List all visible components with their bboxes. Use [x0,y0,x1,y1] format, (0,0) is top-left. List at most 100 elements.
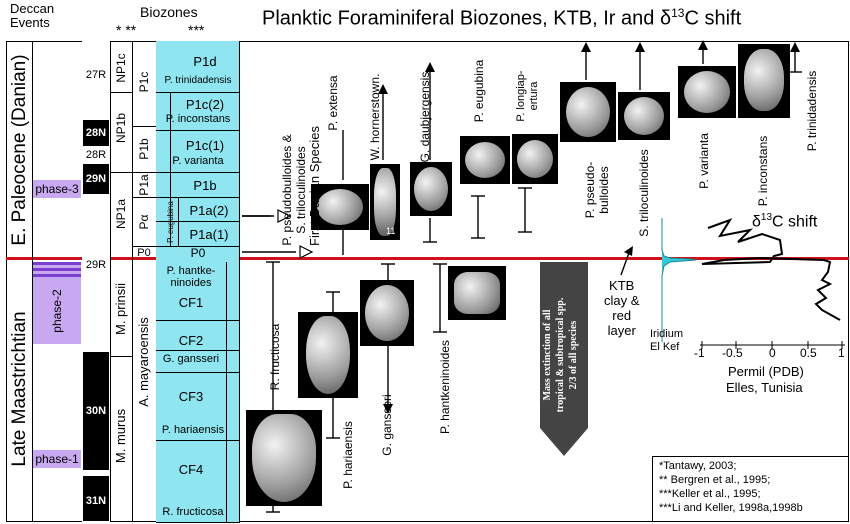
biozone-divider [156,372,240,373]
chron-30n-bg [83,352,109,470]
zone-cf4-sub: R. fructicosa [162,506,224,518]
chron-28n-bg [83,120,109,146]
phase-2-stripes [33,262,81,280]
chron-31n-bg [83,476,109,521]
biozone-divider [156,350,240,351]
outer-frame [6,41,849,522]
biozones-label: Biozones [140,4,198,20]
zone-p1a2: P1a(2) [189,202,229,218]
ktb-red-line [6,257,849,260]
zone-cf1-sub: P. hantke- ninoides [166,265,216,289]
species-trinidadensis-label: P. trinidadensis [805,70,819,152]
zone-p1c2: P1c(2) [185,96,225,112]
delta-axis-label: Permil (PDB) [728,364,804,379]
delta-tick-neg05: -0.5 [722,346,743,360]
fossil-inconstans-image [738,44,790,118]
species-longiapertura-label: P. longiap- ertura [515,70,540,122]
species-hantkeninoides-label: P. hantkeninoides [438,340,452,434]
zone-p1c1-sub: P. varianta [172,155,224,167]
fossil-fructicosa-image [246,410,322,506]
extinction-block [540,262,588,456]
nanno-div-7 [110,356,132,357]
chron-28r: 28R [85,149,107,161]
references-box: *Tantawy, 2003; ** Bergren et al., 1995;… [652,456,849,522]
zone-cf4: CF4 [178,461,204,477]
extinction-text: Mass extinction of all tropical & subtro… [542,297,579,413]
biozone-divider [156,221,240,222]
title-sup: 13 [671,6,685,20]
zone-p0: P0 [190,246,206,260]
zone-cf2: CF2 [178,332,204,348]
biozone-divider [156,197,240,198]
biozone-divider [156,440,240,441]
biozone-divider [156,92,240,93]
species-hariaensis-label: P. hariaensis [341,421,355,489]
zone-p1a1: P1a(1) [189,226,229,242]
deccan-events-label: Deccan Events [10,1,55,30]
chron-29n: 29N [85,173,107,185]
species-gansseri-label: G. gansseri [380,394,394,456]
fossil-varianta-image [678,66,736,118]
nanno-p0: P0 [137,247,151,259]
delta-sup: 13 [760,212,773,223]
zone-p1d-sub: P. trinidadensis [164,74,232,86]
delta-tick-neg1: -1 [694,346,705,360]
title-end: C shift [684,7,742,30]
zone-cf3-sub: P. hariaensis [161,424,225,436]
chron-31n: 31N [85,495,107,507]
biozone-sub-divider [170,92,171,246]
zone-p1b: P1b [193,177,217,193]
title-delta: δ [659,7,672,30]
ref-1: *Tantawy, 2003; [659,460,737,472]
biozone-sub-divider [226,262,227,522]
species-first-danian-names: P. pseudobulloides & S. triloculinoides [280,134,308,246]
chron-30n: 30N [85,405,107,417]
chron-28n: 28N [85,127,107,139]
nanno-div-1 [110,92,132,93]
specimen-number: 11 [386,226,396,236]
delta-plot-svg [700,218,845,349]
iridium-plot [661,218,697,342]
fossil-eugubina-image [460,136,510,184]
stars-label: * ** [116,22,137,38]
species-pseudobulloides-label: P. pseudo- bulloides [583,161,611,219]
zone-p1d: P1d [193,53,217,69]
nanno-div-6 [132,246,156,247]
biozone-divider [156,320,240,321]
delta-tick-0: 0 [769,346,776,360]
ref-3: ***Keller et al., 1995; [659,488,761,500]
delta-label: C shift [772,213,818,231]
biozone-divider [156,130,240,131]
ktb-label: KTB clay & red layer [604,278,640,338]
biozone-divider [156,522,240,523]
species-eugubina-label: P. eugubina [472,59,486,123]
fossil-triloculinoides-image [618,92,670,140]
chron-27r: 27R [85,69,107,81]
fossil-hantkeninoides-image [448,266,506,320]
iridium-label: Iridium El Kef [650,328,684,353]
fossil-longiapertura-image [512,134,558,184]
fossil-extensa-image [311,184,369,230]
species-hornerstown-label: W. hornerstown. [368,73,382,161]
biozone-divider [156,172,240,173]
stars3-label: *** [188,22,205,38]
fossil-hornerstown-image: 11 [370,164,400,240]
fossil-hariaensis-image [298,312,358,398]
zone-p1c1: P1c(1) [185,137,225,153]
biozone-divider [156,246,240,247]
species-extensa-label: P. extensa [326,75,340,131]
delta-tick-1: 1 [838,346,845,360]
zone-cf1: CF1 [178,294,204,310]
nanno-div-5 [132,197,156,198]
species-daubjergensis-label: G. daubjergensis [418,71,432,163]
zone-cf2-sub: G. gansseri [162,353,220,365]
nanno-div-2 [110,172,132,173]
zone-cf3: CF3 [178,388,204,404]
delta-location: Elles, Tunisia [726,380,803,395]
nanno-div-4 [132,172,156,173]
ref-4: ***Li and Keller, 1998a,1998b [659,502,803,514]
chron-29n-bg [83,164,109,194]
fossil-pseudobulloides-image [560,82,616,142]
